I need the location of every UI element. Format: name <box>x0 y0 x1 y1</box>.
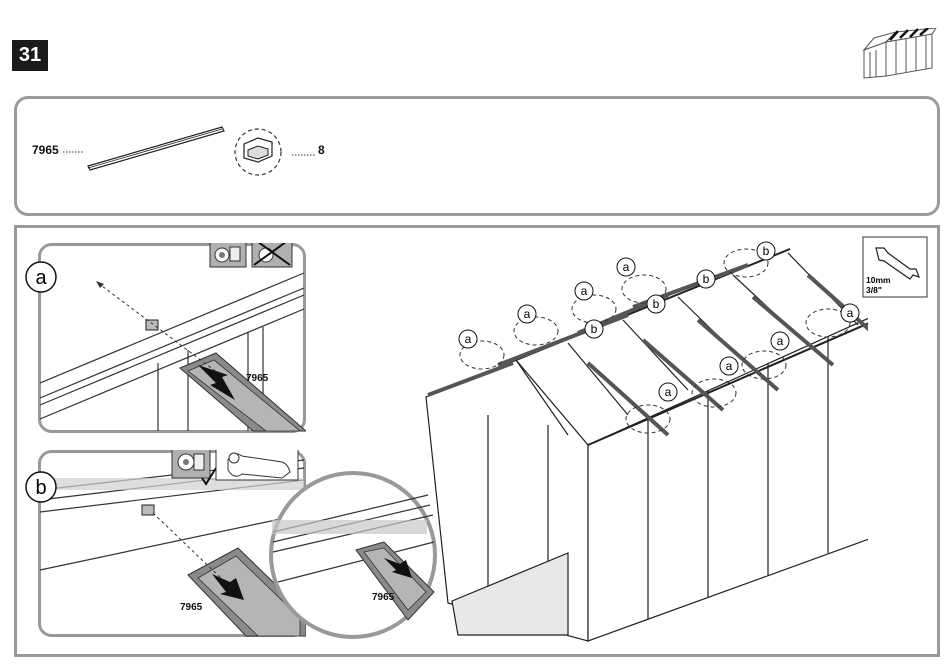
detail-a-letter-circle: a <box>24 260 58 294</box>
detail-a-part-code: 7965 <box>246 373 268 384</box>
nut-icon-a <box>210 243 246 267</box>
svg-text:a: a <box>524 307 531 321</box>
tool-box: 10mm 3/8" <box>862 236 928 298</box>
detail-b-part-code: 7965 <box>180 602 202 613</box>
svg-text:a: a <box>777 334 784 348</box>
detail-b-letter: b <box>35 477 46 499</box>
rail-part-icon <box>88 127 224 170</box>
part-code-label: 7965 <box>32 143 59 157</box>
svg-text:a: a <box>726 359 733 373</box>
svg-text:a: a <box>847 306 854 320</box>
svg-text:b: b <box>653 297 660 311</box>
svg-text:b: b <box>591 322 598 336</box>
detail-b-panel <box>38 450 306 637</box>
shed-drawing: a a a a a a a a b b b b <box>418 235 868 647</box>
svg-text:b: b <box>703 272 710 286</box>
part-qty-label: 8 <box>318 143 325 157</box>
detail-a-panel <box>38 243 306 433</box>
svg-text:b: b <box>763 244 770 258</box>
svg-text:a: a <box>465 332 472 346</box>
shed-thumbnail-icon <box>856 28 938 82</box>
tool-size-in: 3/8" <box>866 285 882 295</box>
clip-a <box>146 320 158 330</box>
parts-illustration <box>60 122 340 182</box>
detail-b-letter-circle: b <box>24 470 58 504</box>
tool-size-mm: 10mm <box>866 275 891 285</box>
clip-part-icon <box>235 129 281 175</box>
svg-text:a: a <box>581 284 588 298</box>
step-number-badge: 31 <box>12 40 48 71</box>
no-nut-icon-a <box>252 243 292 267</box>
svg-text:a: a <box>623 260 630 274</box>
svg-text:a: a <box>665 385 672 399</box>
clip-b <box>142 505 154 515</box>
detail-a-letter: a <box>35 267 47 289</box>
zoom-part-code: 7965 <box>372 592 394 603</box>
zoom-detail-circle <box>268 470 438 640</box>
